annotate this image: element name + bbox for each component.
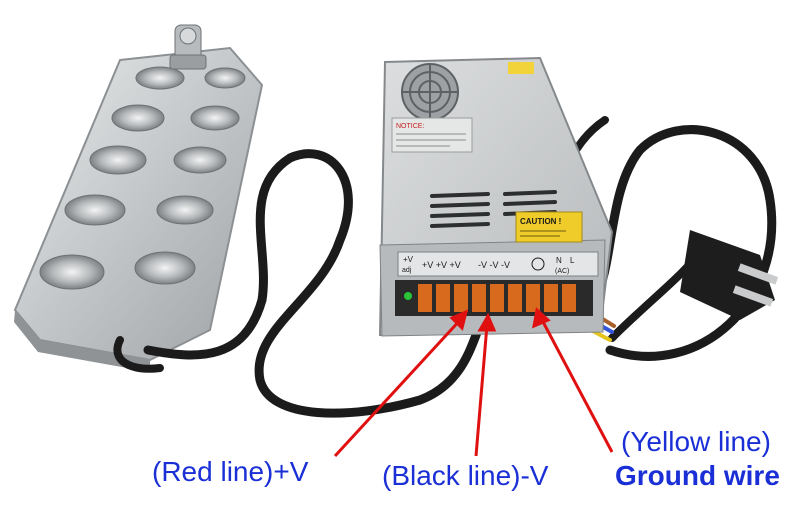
yellow-line-label: (Yellow line) (621, 426, 771, 457)
notice-title: NOTICE: (396, 123, 424, 130)
caution-sticker: CAUTION ! (515, 211, 583, 243)
caution-text: CAUTION ! (520, 217, 561, 226)
terminal-ac: (AC) (555, 268, 569, 275)
terminal-n: N (556, 256, 562, 265)
power-plug (680, 230, 779, 320)
terminal-adj: adj (402, 267, 412, 274)
mist-maker (13, 24, 264, 372)
terminal-block (395, 280, 593, 316)
mist-disc-group (39, 66, 246, 290)
power-led (404, 292, 412, 300)
fan-grille (401, 63, 459, 121)
power-supply: NOTICE: CAUTION ! +V adj +V +V +V (378, 56, 614, 337)
callout-arrows (333, 307, 614, 458)
terminal-minus: -V -V -V (478, 260, 510, 270)
terminal-label-strip: +V adj +V +V +V -V -V -V N L (AC) (397, 251, 599, 277)
ground-wire-label: Ground wire (615, 460, 780, 491)
notice-sticker: NOTICE: (391, 117, 473, 153)
terminal-l: L (570, 256, 575, 265)
black-line-label: (Black line)-V (382, 460, 549, 491)
terminal-plus: +V +V +V (422, 260, 461, 270)
red-line-label: (Red line)+V (152, 456, 309, 487)
terminal-vadj: +V (403, 255, 414, 264)
